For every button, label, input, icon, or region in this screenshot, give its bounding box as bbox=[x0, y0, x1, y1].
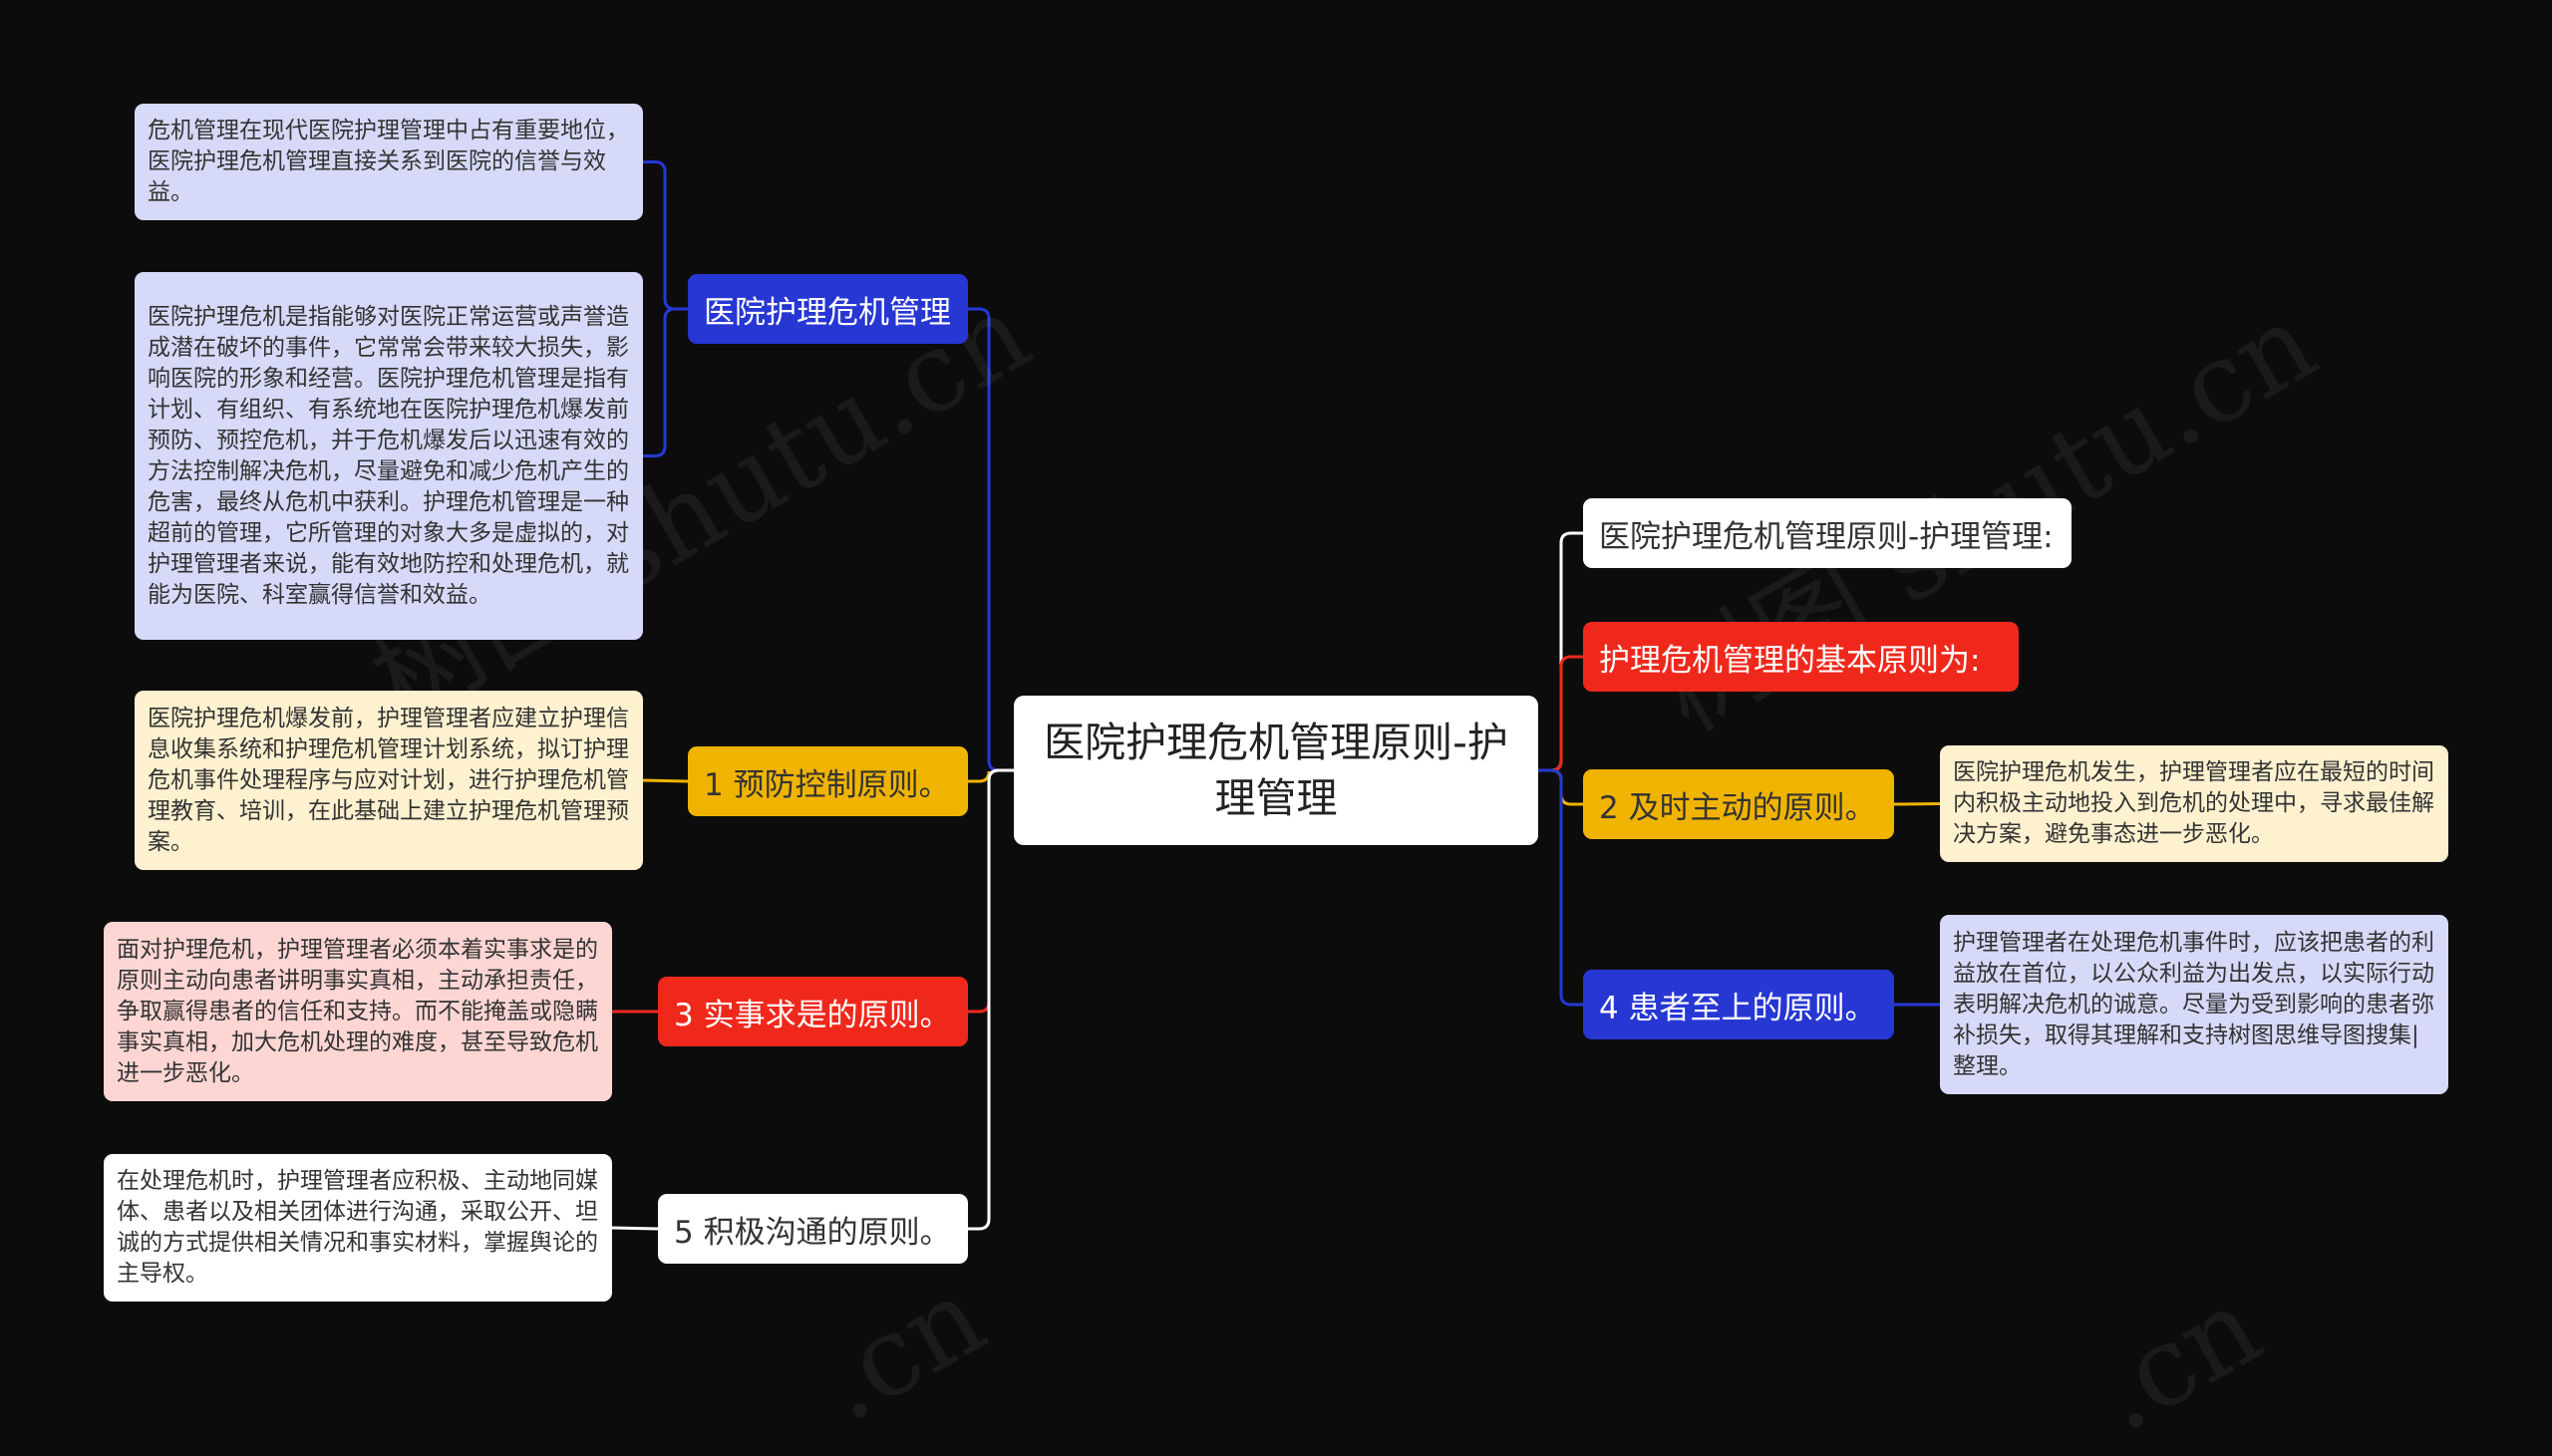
leaf-note[interactable]: 在处理危机时，护理管理者应积极、主动地同媒体、患者以及相关团体进行沟通，采取公开… bbox=[104, 1154, 612, 1302]
branch-principles-title[interactable]: 医院护理危机管理原则-护理管理: bbox=[1583, 498, 2072, 568]
branch-label: 医院护理危机管理原则-护理管理: bbox=[1599, 518, 2054, 555]
leaf-note[interactable]: 面对护理危机，护理管理者必须本着实事求是的原则主动向患者讲明事实真相，主动承担责… bbox=[104, 922, 612, 1101]
branch-label: 医院护理危机管理 bbox=[704, 294, 951, 331]
leaf-text: 医院护理危机爆发前，护理管理者应建立护理信息收集系统和护理危机管理计划系统，拟订… bbox=[148, 705, 629, 855]
branch-label: 2 及时主动的原则。 bbox=[1599, 789, 1876, 826]
leaf-note[interactable]: 危机管理在现代医院护理管理中占有重要地位，医院护理危机管理直接关系到医院的信誉与… bbox=[135, 104, 643, 220]
leaf-connector bbox=[642, 778, 689, 783]
leaf-text: 医院护理危机是指能够对医院正常运营或声誉造成潜在破坏的事件，它常常会带来较大损失… bbox=[148, 303, 629, 608]
branch-seek-truth[interactable]: 3 实事求是的原则。 bbox=[658, 977, 968, 1046]
branch-label: 5 积极沟通的原则。 bbox=[674, 1214, 951, 1251]
central-topic-label: 医院护理危机管理原则-护理管理 bbox=[1044, 719, 1508, 822]
connector-lines bbox=[611, 160, 1941, 1231]
leaf-connector bbox=[643, 160, 688, 311]
branch-connector bbox=[1538, 768, 1583, 1007]
leaf-connector bbox=[1893, 802, 1941, 806]
branch-prevention-control[interactable]: 1 预防控制原则。 bbox=[688, 746, 968, 816]
leaf-note[interactable]: 医院护理危机是指能够对医院正常运营或声誉造成潜在破坏的事件，它常常会带来较大损失… bbox=[135, 272, 643, 640]
branch-connector bbox=[1538, 655, 1583, 772]
branch-connector bbox=[968, 307, 1014, 772]
leaf-text: 在处理危机时，护理管理者应积极、主动地同媒体、患者以及相关团体进行沟通，采取公开… bbox=[117, 1168, 598, 1287]
leaf-connector bbox=[643, 307, 688, 457]
branch-label: 护理危机管理的基本原则为: bbox=[1599, 642, 1981, 679]
leaf-note[interactable]: 护理管理者在处理危机事件时，应该把患者的利益放在首位，以公众利益为出发点，以实际… bbox=[1940, 915, 2448, 1094]
leaf-text: 面对护理危机，护理管理者必须本着实事求是的原则主动向患者讲明事实真相，主动承担责… bbox=[117, 936, 598, 1086]
leaf-note[interactable]: 医院护理危机发生，护理管理者应在最短的时间内积极主动地投入到危机的处理中，寻求最… bbox=[1940, 745, 2448, 862]
leaf-text: 医院护理危机发生，护理管理者应在最短的时间内积极主动地投入到危机的处理中，寻求最… bbox=[1953, 759, 2434, 847]
leaf-text: 危机管理在现代医院护理管理中占有重要地位，医院护理危机管理直接关系到医院的信誉与… bbox=[148, 118, 629, 205]
branch-connector bbox=[968, 768, 1014, 1014]
branch-timely-initiative[interactable]: 2 及时主动的原则。 bbox=[1583, 769, 1894, 839]
branch-active-communication[interactable]: 5 积极沟通的原则。 bbox=[658, 1194, 968, 1264]
branch-crisis-management[interactable]: 医院护理危机管理 bbox=[688, 274, 968, 344]
central-topic[interactable]: 医院护理危机管理原则-护理管理 bbox=[1014, 696, 1538, 845]
leaf-connector bbox=[611, 1226, 659, 1231]
branch-label: 1 预防控制原则。 bbox=[704, 766, 950, 803]
branch-patient-first[interactable]: 4 患者至上的原则。 bbox=[1583, 970, 1894, 1039]
branch-connector bbox=[968, 768, 1014, 1231]
branch-label: 3 实事求是的原则。 bbox=[674, 997, 951, 1033]
leaf-note[interactable]: 医院护理危机爆发前，护理管理者应建立护理信息收集系统和护理危机管理计划系统，拟订… bbox=[135, 691, 643, 870]
leaf-text: 护理管理者在处理危机事件时，应该把患者的利益放在首位，以公众利益为出发点，以实际… bbox=[1953, 929, 2434, 1079]
branch-basic-principles[interactable]: 护理危机管理的基本原则为: bbox=[1583, 622, 2019, 692]
branch-label: 4 患者至上的原则。 bbox=[1599, 990, 1876, 1026]
